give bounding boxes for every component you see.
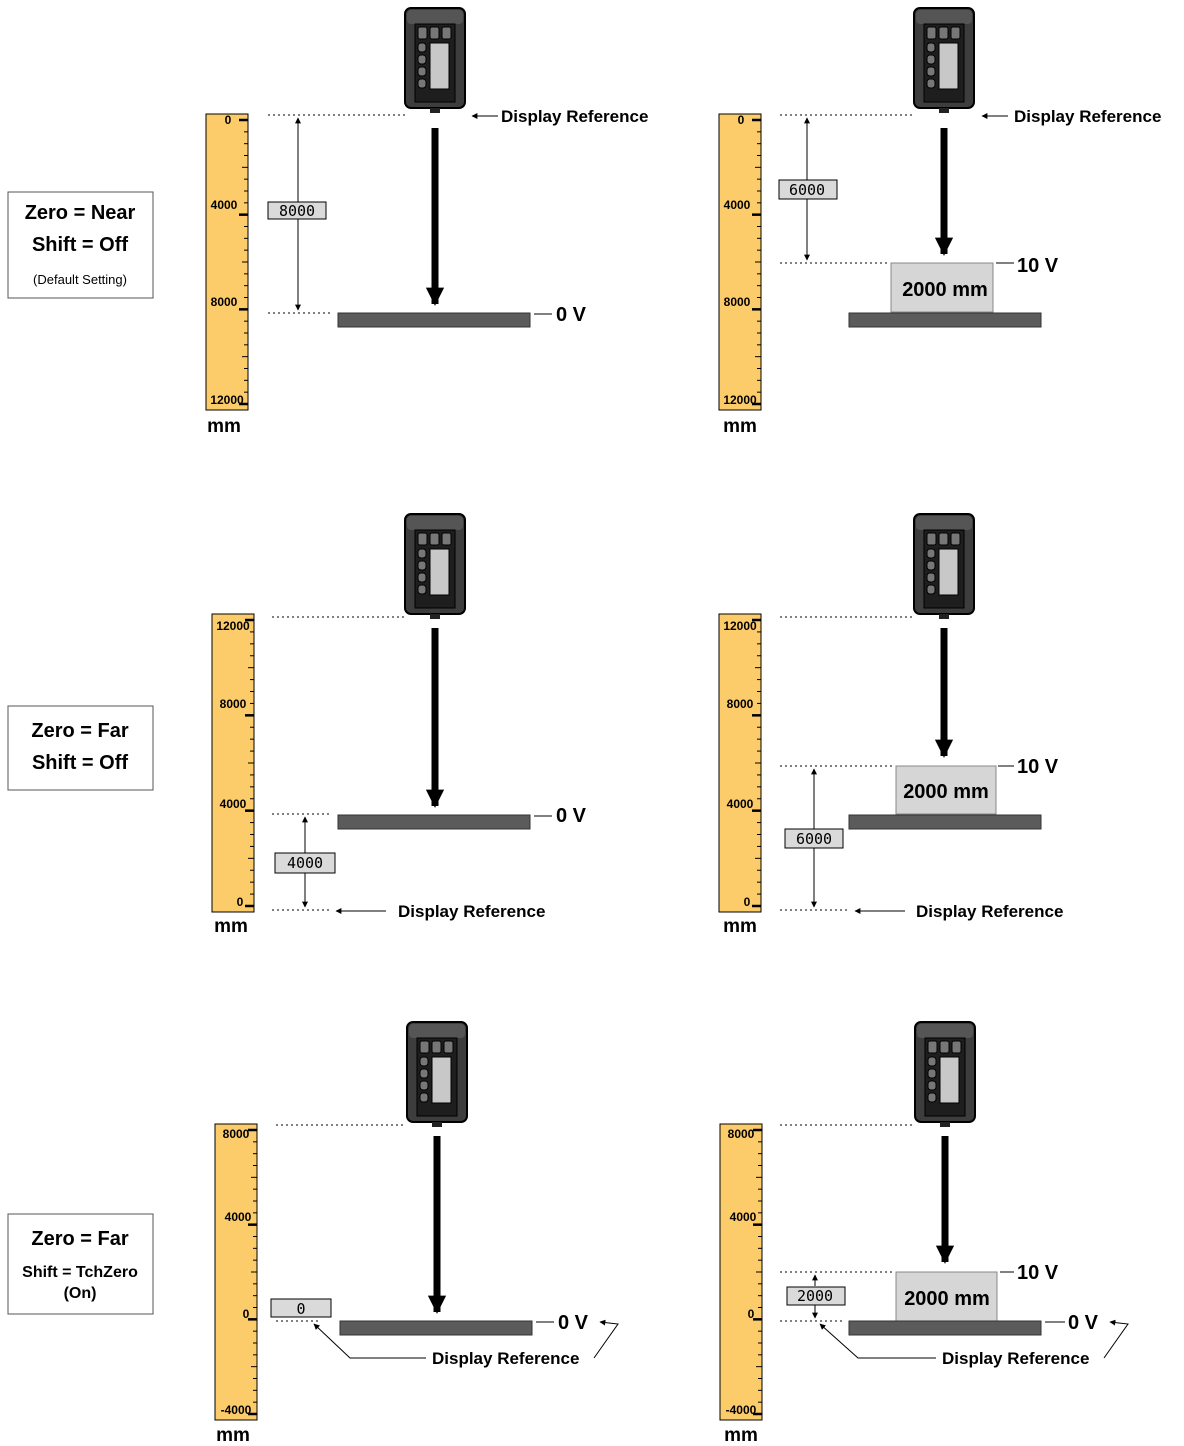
tick-label: 12000 (723, 619, 757, 633)
tick-label: 4000 (225, 1210, 252, 1224)
unit-label: mm (214, 916, 248, 937)
distance-label: 8000 (279, 202, 315, 220)
target-box (895, 765, 997, 815)
unit-label: mm (723, 916, 757, 937)
distance-label: 0 (296, 1300, 305, 1318)
display-reference-label: Display Reference (942, 1349, 1089, 1368)
ruler: 8000 4000 0 -4000 (214, 1123, 258, 1421)
sensor-icon (913, 513, 975, 620)
unit-label: mm (207, 416, 241, 437)
display-reference-label: Display Reference (916, 902, 1063, 921)
display-reference-label: Display Reference (501, 107, 648, 126)
sensor-icon (913, 7, 975, 114)
target-label: 2000 mm (902, 279, 988, 301)
voltage-label: 10 V (1017, 255, 1059, 277)
setting-line1: Zero = Far (31, 1228, 128, 1250)
setting-box-zero-near: Zero = Near Shift = Off (Default Setting… (7, 191, 154, 299)
sensor-icon (406, 1021, 468, 1128)
display-reference-label: Display Reference (1014, 107, 1161, 126)
panel-r1-left: 0 4000 8000 12000 mm 8000 0 V Display Re… (205, 7, 648, 437)
setting-line1: Zero = Near (25, 202, 136, 224)
tick-label: 8000 (724, 295, 751, 309)
tick-label: 12000 (210, 393, 244, 407)
tick-label: 8000 (727, 697, 754, 711)
ruler: 12000 8000 4000 0 (211, 613, 255, 913)
plate (337, 312, 531, 328)
setting-line2: Shift = TchZero (22, 1264, 138, 1281)
setting-box-zero-far-shift: Zero = Far Shift = TchZero (On) (7, 1213, 154, 1315)
voltage-label: 10 V (1017, 756, 1059, 778)
target-box (895, 1271, 998, 1322)
ruler: 0 4000 8000 12000 (205, 113, 249, 411)
panel-r3-left: 8000 4000 0 -4000 mm 0 0 V Display Refer… (214, 1021, 619, 1446)
plate (848, 814, 1042, 830)
distance-label: 6000 (789, 181, 825, 199)
setting-line1: Zero = Far (31, 720, 128, 742)
target-label: 2000 mm (904, 1288, 990, 1310)
tick-label: 8000 (220, 697, 247, 711)
plate (848, 312, 1042, 328)
plate (337, 814, 531, 830)
sensor-icon (404, 513, 466, 620)
tick-label: 4000 (220, 797, 247, 811)
setting-line3: (Default Setting) (33, 272, 127, 287)
plate (848, 1320, 1042, 1336)
sensor-icon (914, 1021, 976, 1128)
tick-label: 12000 (216, 619, 250, 633)
panel-r1-right: 0 4000 8000 12000 mm 6000 2000 mm 10 V D… (718, 7, 1161, 437)
voltage-label: 0 V (1068, 1312, 1099, 1334)
display-reference-label: Display Reference (432, 1349, 579, 1368)
tick-label: 4000 (727, 797, 754, 811)
tick-label: 4000 (724, 198, 751, 212)
ruler: 0 4000 8000 12000 (718, 113, 762, 411)
tick-label: 0 (225, 113, 232, 127)
panel-r3-right: 8000 4000 0 -4000 mm 2000 2000 mm 10 V 0… (719, 1021, 1129, 1446)
tick-label: 4000 (211, 198, 238, 212)
voltage-label: 10 V (1017, 1262, 1059, 1284)
tick-label: -4000 (221, 1403, 252, 1417)
target-label: 2000 mm (903, 781, 989, 803)
tick-label: 8000 (211, 295, 238, 309)
sensor-icon (404, 7, 466, 114)
distance-label: 6000 (796, 830, 832, 848)
tick-label: 8000 (728, 1127, 755, 1141)
voltage-label: 0 V (556, 805, 587, 827)
tick-label: 8000 (223, 1127, 250, 1141)
ruler: 12000 8000 4000 0 (718, 613, 762, 913)
setting-box-zero-far: Zero = Far Shift = Off (7, 705, 154, 791)
voltage-label: 0 V (556, 304, 587, 326)
display-reference-label: Display Reference (398, 902, 545, 921)
setting-line3: (On) (64, 1285, 97, 1302)
panel-r2-left: 12000 8000 4000 0 mm 4000 0 V Display Re… (211, 513, 587, 937)
tick-label: 4000 (730, 1210, 757, 1224)
tick-label: 0 (237, 895, 244, 909)
tick-label: 0 (738, 113, 745, 127)
target-box (890, 262, 994, 313)
tick-label: -4000 (726, 1403, 757, 1417)
unit-label: mm (724, 1425, 758, 1446)
distance-label: 2000 (797, 1287, 833, 1305)
tick-label: 0 (748, 1307, 755, 1321)
unit-label: mm (216, 1425, 250, 1446)
ruler: 8000 4000 0 -4000 (719, 1123, 763, 1421)
setting-line2: Shift = Off (32, 234, 128, 256)
tick-label: 0 (243, 1307, 250, 1321)
setting-line2: Shift = Off (32, 752, 128, 774)
distance-label: 4000 (287, 854, 323, 872)
tick-label: 12000 (723, 393, 757, 407)
unit-label: mm (723, 416, 757, 437)
panel-r2-right: 12000 8000 4000 0 mm 6000 2000 mm 10 V D… (718, 513, 1063, 937)
voltage-label: 0 V (558, 1312, 589, 1334)
tick-label: 0 (744, 895, 751, 909)
plate (339, 1320, 533, 1336)
